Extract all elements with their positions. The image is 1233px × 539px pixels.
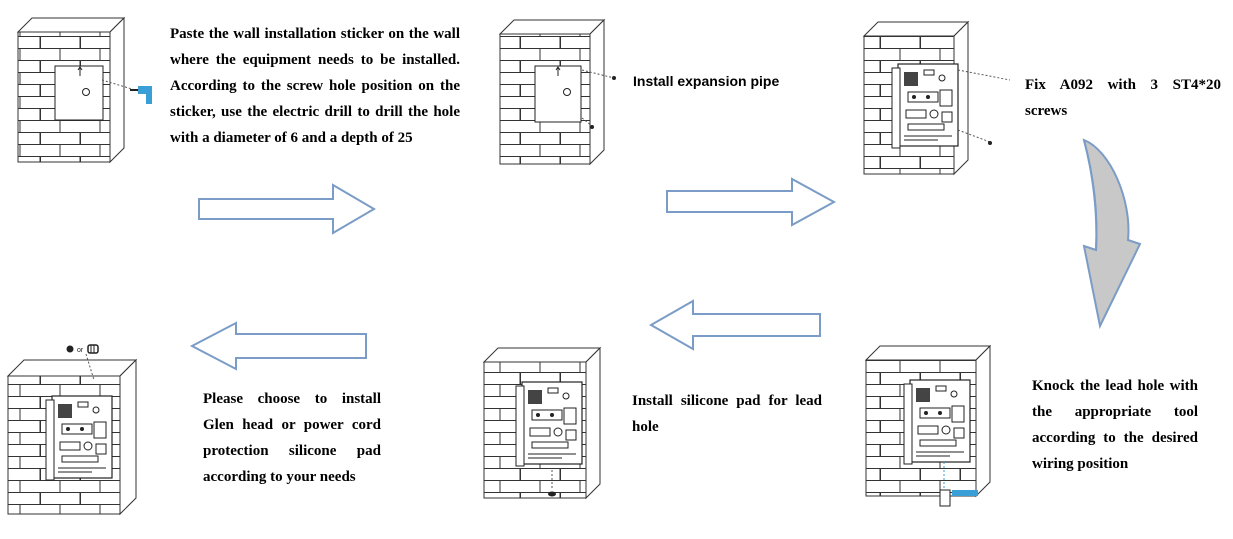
wall-figure-step1 [16,16,152,164]
arrow-right-1 [198,183,376,235]
knock-tool [939,489,978,507]
step1-instruction: Paste the wall installation sticker on t… [170,26,460,146]
step6-instruction: Please choose to install Glen head or po… [203,391,381,485]
wall-figure-step2 [498,18,616,166]
wall-figure-step6: or [6,344,138,516]
option-or-label: or [77,347,84,354]
installation-sticker [54,65,104,121]
power-cord-silicone-pad-option [87,344,99,354]
glen-head-option [66,345,74,353]
arrow-right-2 [666,177,837,227]
step2-instruction: Install expansion pipe [633,73,780,89]
step3-instruction: Fix A092 with 3 ST4*20 screws [1025,77,1221,119]
wall-figure-step3 [862,20,1011,176]
wall-figure-step5 [482,346,602,500]
step5-instruction: Install silicone pad for lead hole [632,393,822,435]
arrow-left-2 [189,321,367,371]
arrow-left-1 [648,299,821,351]
wall-figure-step4 [864,344,992,507]
step4-instruction: Knock the lead hole with the appropriate… [1032,378,1198,472]
electric-drill [130,86,152,104]
silicone-pad [548,470,556,497]
arrow-curved-down [1082,138,1142,330]
